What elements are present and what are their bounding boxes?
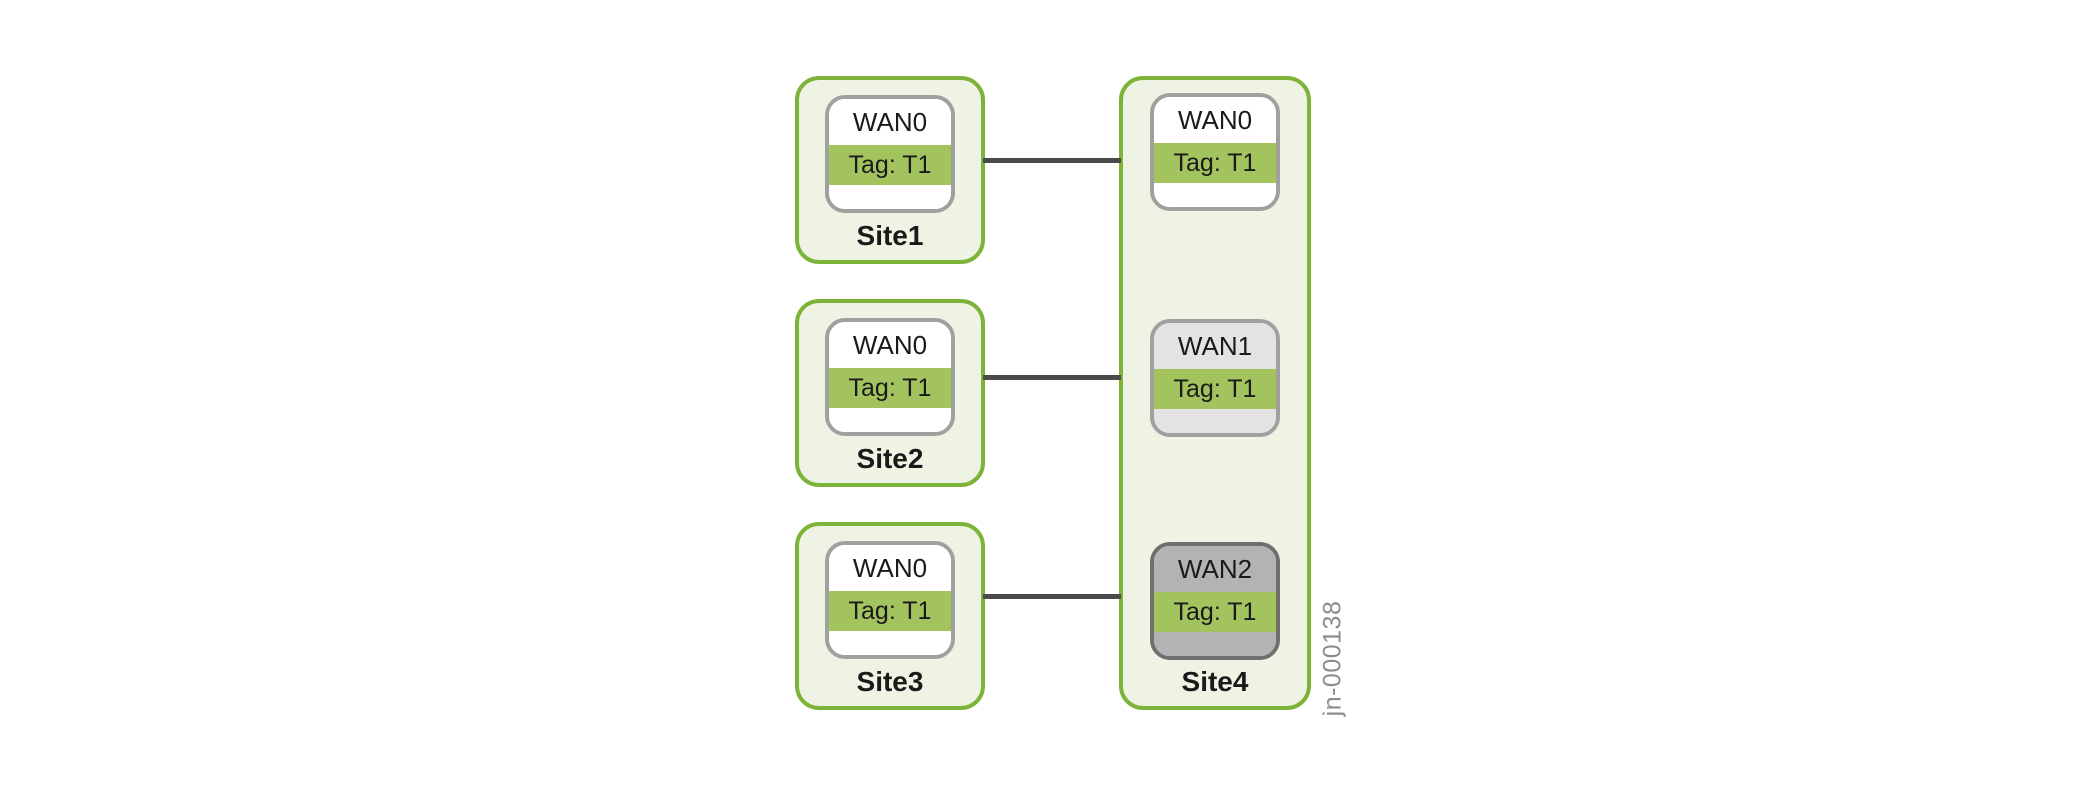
wan-node-site4-wan1: WAN1 Tag: T1 [1150, 319, 1280, 437]
link-site2-wan0-to-site4-wan1 [983, 375, 1121, 380]
wan-node-label: WAN2 [1154, 546, 1276, 592]
site-label-site4: Site4 [1181, 666, 1249, 697]
wan-node-site4-wan2: WAN2 Tag: T1 [1150, 542, 1280, 660]
wan-node-footer [829, 185, 951, 209]
site-label-site3: Site3 [856, 666, 924, 697]
wan-node-site1-wan0: WAN0 Tag: T1 [825, 95, 955, 213]
wan-node-label: WAN0 [1154, 97, 1276, 143]
link-site3-wan0-to-site4-wan2 [983, 594, 1121, 599]
figure-id-label: jn-000138 [1318, 600, 1347, 717]
site-box-site2: WAN0 Tag: T1 Site2 [795, 299, 985, 487]
wan-node-tag: Tag: T1 [1154, 369, 1276, 409]
wan-node-site2-wan0: WAN0 Tag: T1 [825, 318, 955, 436]
wan-node-tag: Tag: T1 [829, 591, 951, 631]
wan-node-footer [1154, 409, 1276, 433]
site-box-site4: WAN0 Tag: T1 WAN1 Tag: T1 WAN2 Tag: T1 S… [1119, 76, 1311, 710]
wan-node-site4-wan0: WAN0 Tag: T1 [1150, 93, 1280, 211]
site-label-site2: Site2 [856, 443, 924, 474]
site-box-site1: WAN0 Tag: T1 Site1 [795, 76, 985, 264]
wan-node-tag: Tag: T1 [1154, 592, 1276, 632]
wan-node-tag: Tag: T1 [829, 145, 951, 185]
wan-node-label: WAN0 [829, 545, 951, 591]
site-box-site3: WAN0 Tag: T1 Site3 [795, 522, 985, 710]
wan-node-footer [829, 631, 951, 655]
wan-node-label: WAN0 [829, 322, 951, 368]
wan-node-label: WAN1 [1154, 323, 1276, 369]
wan-node-label: WAN0 [829, 99, 951, 145]
wan-node-tag: Tag: T1 [829, 368, 951, 408]
site-label-site1: Site1 [856, 220, 924, 251]
wan-node-tag: Tag: T1 [1154, 143, 1276, 183]
wan-node-site3-wan0: WAN0 Tag: T1 [825, 541, 955, 659]
wan-node-footer [1154, 183, 1276, 207]
wan-node-footer [829, 408, 951, 432]
wan-node-footer [1154, 632, 1276, 656]
link-site1-wan0-to-site4-wan0 [983, 158, 1121, 163]
